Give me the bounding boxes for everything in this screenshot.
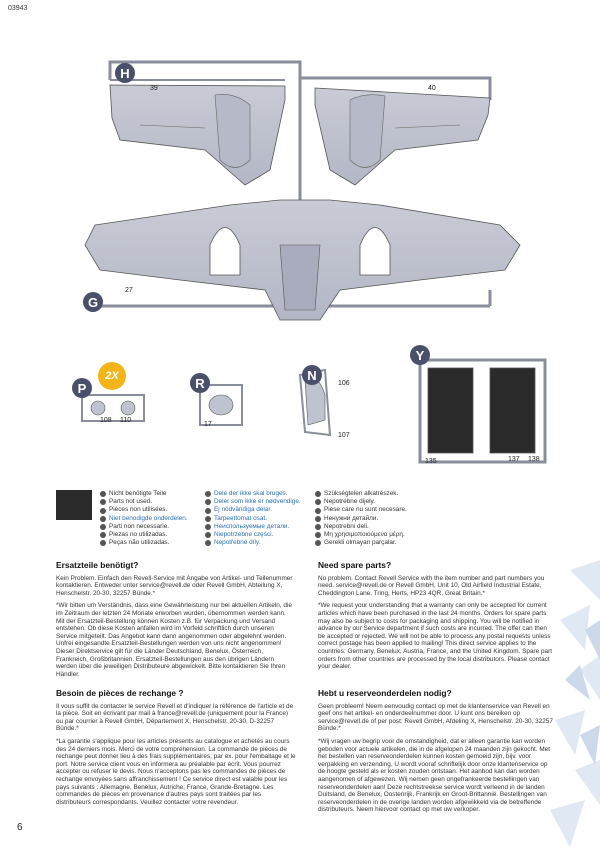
section-nl-terms: *Wij vragen uw begrip voor de omstandigh… (318, 737, 550, 814)
legend-row: Nepotrebni deli. (315, 523, 407, 531)
legend-row: Dele der ikke skal bruges. (205, 490, 301, 498)
part-number-40: 40 (428, 85, 436, 92)
legend-row: Szükségtelen alkatrészek. (315, 490, 407, 498)
section-en-title: Need spare parts? (318, 560, 392, 570)
language-code-icon (100, 507, 106, 514)
unused-parts-swatch (56, 490, 92, 520)
wing-part-40 (314, 87, 491, 186)
legend-row: Niepotrzebne części. (205, 531, 301, 539)
legend-row: Gerekli olmayan parçalar. (315, 539, 407, 547)
language-code-icon (205, 532, 211, 539)
legend-row: Nicht benötigte Teile (100, 490, 188, 498)
section-fr-intro: Il vous suffit de contacter le service R… (56, 702, 294, 733)
sprue-drawings (81, 60, 547, 464)
legend-row: Ej nödvändiga delar. (205, 506, 301, 514)
decorative-triangle-pattern (550, 560, 600, 847)
legend-row: Parts not used. (100, 498, 188, 506)
legend-row: Nepotřebné díly. (205, 539, 301, 547)
legend-row: Неиспользуемые детали. (205, 523, 301, 531)
sprue-badge-g: G (83, 292, 103, 312)
section-nl: Hebt u reserveonderdelen nodig? Geen pro… (318, 688, 553, 819)
sprue-badge-p: P (72, 378, 92, 398)
section-de: Ersatzteile benötigt? Kein Problem. Einf… (56, 560, 296, 683)
page-code: 03943 (8, 5, 28, 12)
language-code-icon (100, 515, 106, 522)
part-number-39: 39 (150, 85, 158, 92)
language-code-icon (205, 515, 211, 522)
section-de-intro: Kein Problem. Einfach den Revell-Service… (56, 574, 293, 597)
language-code-icon (100, 523, 106, 530)
legend-row: Piese care nu sunt necesare. (315, 506, 407, 514)
language-code-icon (100, 499, 106, 506)
language-code-icon (205, 540, 211, 547)
language-code-icon (100, 491, 106, 498)
language-code-icon (315, 491, 321, 498)
sprue-badge-n: N (302, 365, 322, 385)
part-number-110: 110 (120, 417, 132, 424)
legend-row: Piezas no utilizadas. (100, 531, 188, 539)
section-fr: Besoin de pièces de rechange ? Il vous s… (56, 688, 296, 811)
part-number-107: 107 (338, 432, 350, 439)
language-code-icon (205, 523, 211, 530)
legend-row: Niet benodigde onderdelen. (100, 515, 188, 523)
language-code-icon (315, 532, 321, 539)
sprue-badge-y: Y (410, 345, 430, 365)
section-en-intro: No problem. Contact Revell Service with … (318, 574, 545, 597)
legend-row: Parti non necessarie. (100, 523, 188, 531)
legend-column-3: Szükségtelen alkatrészek. Nepotrebne dij… (315, 490, 407, 547)
language-code-icon (315, 523, 321, 530)
sprue-badge-r: R (190, 373, 210, 393)
sprue-p-frame (81, 394, 145, 422)
section-nl-title: Hebt u reserveonderdelen nodig? (318, 688, 452, 698)
page-number: 6 (17, 822, 23, 833)
language-code-icon (205, 499, 211, 506)
language-code-icon (100, 540, 106, 547)
sprue-y-frame (418, 358, 547, 464)
section-de-terms: *Wir bitten um Verständnis, dass eine Ge… (56, 602, 292, 678)
legend-row: Ненужни детайли. (315, 515, 407, 523)
language-code-icon (315, 499, 321, 506)
language-code-icon (205, 491, 211, 498)
section-fr-title: Besoin de pièces de rechange ? (56, 688, 184, 698)
legend-row: Pièces non utilisées. (100, 506, 188, 514)
legend-row: Peças não utilizadas. (100, 539, 188, 547)
part-number-17: 17 (204, 421, 212, 428)
part-number-27: 27 (125, 287, 133, 294)
quantity-badge: 2X (98, 362, 126, 390)
legend-row: Nepotrebne dijely. (315, 498, 407, 506)
language-code-icon (315, 507, 321, 514)
legend-column-2: Dele der ikke skal bruges. Deler som ikk… (205, 490, 301, 547)
part-number-135: 135 (425, 458, 437, 465)
part-number-106: 106 (338, 380, 350, 387)
part-number-137: 137 (508, 456, 520, 463)
legend-row: Tarpeettomat osat. (205, 515, 301, 523)
section-en-terms: *We request your understanding that a wa… (318, 602, 552, 671)
language-code-icon (100, 532, 106, 539)
part-number-138: 138 (528, 456, 540, 463)
section-de-title: Ersatzteile benötigt? (56, 560, 139, 570)
language-code-icon (205, 507, 211, 514)
legend-column-1: Nicht benötigte Teile Parts not used. Pi… (100, 490, 188, 547)
sprue-r-frame (199, 384, 243, 426)
language-code-icon (315, 515, 321, 522)
section-fr-terms: *La garantie s'applique pour les article… (56, 737, 296, 806)
section-en: Need spare parts? No problem. Contact Re… (318, 560, 553, 676)
wing-part-39 (109, 84, 286, 186)
sprue-badge-h: H (115, 63, 135, 83)
language-code-icon (315, 540, 321, 547)
sprue-h-frame (108, 60, 492, 195)
part-number-108: 108 (100, 417, 112, 424)
legend-row: Deler som ikke er nødvendige. (205, 498, 301, 506)
section-nl-intro: Geen probleem! Neem eenvoudig contact op… (318, 702, 553, 733)
legend-row: Μη χρησιμοποιούμενα μέρη. (315, 531, 407, 539)
